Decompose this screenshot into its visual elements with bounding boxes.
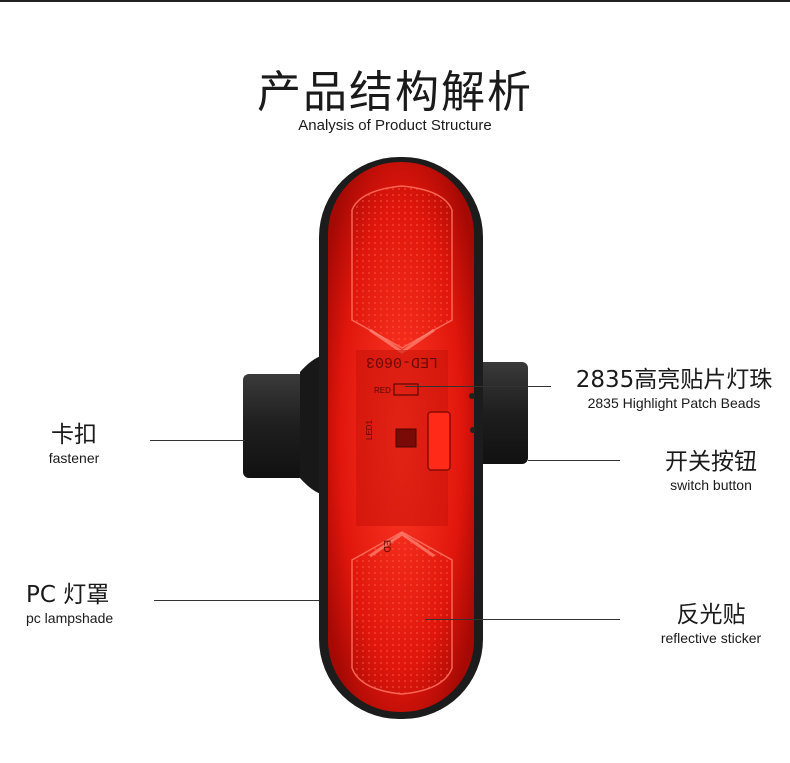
page-subtitle: Analysis of Product Structure [298, 117, 492, 134]
callout-fastener: 卡扣 fastener [28, 421, 120, 467]
chevron-bottom [369, 532, 435, 558]
callout-reflective-zh: 反光贴 [676, 602, 746, 628]
top-border-line [0, 0, 790, 2]
callout-switch-zh: 开关按钮 [665, 449, 757, 475]
led-bead [395, 428, 417, 448]
red-marking: RED [374, 386, 391, 395]
switch-button-shape [427, 411, 451, 471]
leader-line-lampshade [154, 600, 319, 601]
leader-line-switch [528, 460, 620, 461]
leader-line-reflective [425, 619, 620, 620]
reflective-patch-bottom [351, 531, 453, 695]
callout-lampshade-zh: PC 灯罩 [26, 582, 110, 608]
callout-fastener-en: fastener [48, 450, 100, 466]
callout-reflective: 反光贴 reflective sticker [636, 601, 786, 647]
reflective-patch-top [351, 185, 453, 349]
callout-beads: 2835高亮贴片灯珠 2835 Highlight Patch Beads [560, 366, 788, 412]
callout-fastener-zh: 卡扣 [51, 422, 97, 448]
callout-lampshade: PC 灯罩 pc lampshade [26, 581, 156, 627]
pcb-dot [470, 427, 476, 433]
leader-line-fastener [150, 440, 245, 441]
page-title: 产品结构解析 [257, 67, 533, 118]
model-marking: LED-0603 [366, 353, 438, 370]
pcb-dot [469, 393, 475, 399]
callout-reflective-en: reflective sticker [660, 630, 762, 646]
callout-switch: 开关按钮 switch button [636, 448, 786, 494]
callout-lampshade-en: pc lampshade [26, 610, 114, 626]
leader-line-beads [405, 386, 551, 387]
led1-marking: LED1 [365, 419, 374, 440]
callout-switch-en: switch button [670, 477, 752, 493]
side-marking: ED [382, 540, 392, 553]
led-chip-outline [393, 383, 419, 396]
callout-beads-en: 2835 Highlight Patch Beads [587, 395, 761, 411]
callout-beads-zh: 2835高亮贴片灯珠 [575, 367, 773, 393]
